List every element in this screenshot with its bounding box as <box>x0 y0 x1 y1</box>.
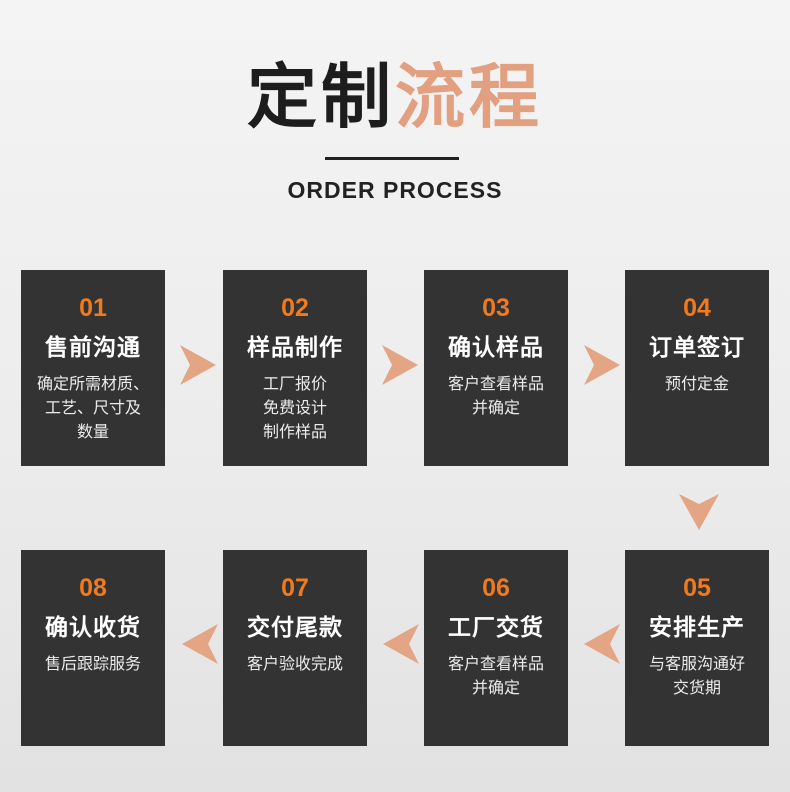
arrow-right-icon <box>180 345 216 385</box>
step-card-04: 04 订单签订 预付定金 <box>625 270 769 466</box>
step-desc-line: 客户验收完成 <box>246 654 343 673</box>
step-desc-line: 工艺、尺寸及 <box>44 398 141 417</box>
step-description: 客户查看样品 并确定 <box>424 372 568 420</box>
arrow-right-icon <box>584 345 620 385</box>
step-title: 订单签订 <box>649 335 745 361</box>
step-desc-line: 并确定 <box>471 398 520 417</box>
step-desc-line: 并确定 <box>471 678 520 697</box>
step-desc-line: 客户查看样品 <box>447 654 544 673</box>
step-number: 04 <box>683 294 711 322</box>
arrow-down-icon <box>679 494 719 530</box>
step-title: 交付尾款 <box>247 615 343 641</box>
step-number: 07 <box>281 574 309 602</box>
step-title: 样品制作 <box>247 335 343 361</box>
arrow-right-icon <box>382 345 418 385</box>
step-description: 工厂报价 免费设计 制作样品 <box>223 372 367 444</box>
step-desc-line: 确定所需材质、 <box>36 374 149 393</box>
step-desc-line: 免费设计 <box>262 398 327 417</box>
step-description: 售后跟踪服务 <box>21 652 165 676</box>
step-description: 与客服沟通好 交货期 <box>625 652 769 700</box>
step-title: 确认收货 <box>45 615 141 641</box>
step-card-05: 05 安排生产 与客服沟通好 交货期 <box>625 550 769 746</box>
step-number: 05 <box>683 574 711 602</box>
step-card-02: 02 样品制作 工厂报价 免费设计 制作样品 <box>223 270 367 466</box>
step-description: 确定所需材质、 工艺、尺寸及 数量 <box>21 372 165 444</box>
step-title: 安排生产 <box>649 615 745 641</box>
step-number: 03 <box>482 294 510 322</box>
arrow-left-icon <box>182 624 218 664</box>
step-description: 客户验收完成 <box>223 652 367 676</box>
arrow-left-icon <box>383 624 419 664</box>
page-subtitle: ORDER PROCESS <box>287 177 503 203</box>
step-title: 售前沟通 <box>45 335 141 361</box>
step-title: 工厂交货 <box>448 615 544 641</box>
step-desc-line: 制作样品 <box>262 422 327 441</box>
step-card-07: 07 交付尾款 客户验收完成 <box>223 550 367 746</box>
step-description: 客户查看样品 并确定 <box>424 652 568 700</box>
step-number: 08 <box>79 574 107 602</box>
step-desc-line: 数量 <box>76 422 109 441</box>
title-main: 定制 <box>247 56 395 138</box>
step-card-08: 08 确认收货 售后跟踪服务 <box>21 550 165 746</box>
step-description: 预付定金 <box>625 372 769 396</box>
title-divider <box>325 157 459 160</box>
step-card-06: 06 工厂交货 客户查看样品 并确定 <box>424 550 568 746</box>
step-card-01: 01 售前沟通 确定所需材质、 工艺、尺寸及 数量 <box>21 270 165 466</box>
step-desc-line: 交货期 <box>672 678 721 697</box>
step-desc-line: 预付定金 <box>664 374 729 393</box>
title-accent: 流程 <box>395 56 543 138</box>
step-title: 确认样品 <box>448 335 544 361</box>
step-desc-line: 售后跟踪服务 <box>44 654 141 673</box>
step-desc-line: 工厂报价 <box>262 374 327 393</box>
page-title: 定制流程 <box>0 62 790 132</box>
step-number: 01 <box>79 294 107 322</box>
step-number: 06 <box>482 574 510 602</box>
step-desc-line: 客户查看样品 <box>447 374 544 393</box>
arrow-left-icon <box>584 624 620 664</box>
step-number: 02 <box>281 294 309 322</box>
step-card-03: 03 确认样品 客户查看样品 并确定 <box>424 270 568 466</box>
step-desc-line: 与客服沟通好 <box>648 654 745 673</box>
